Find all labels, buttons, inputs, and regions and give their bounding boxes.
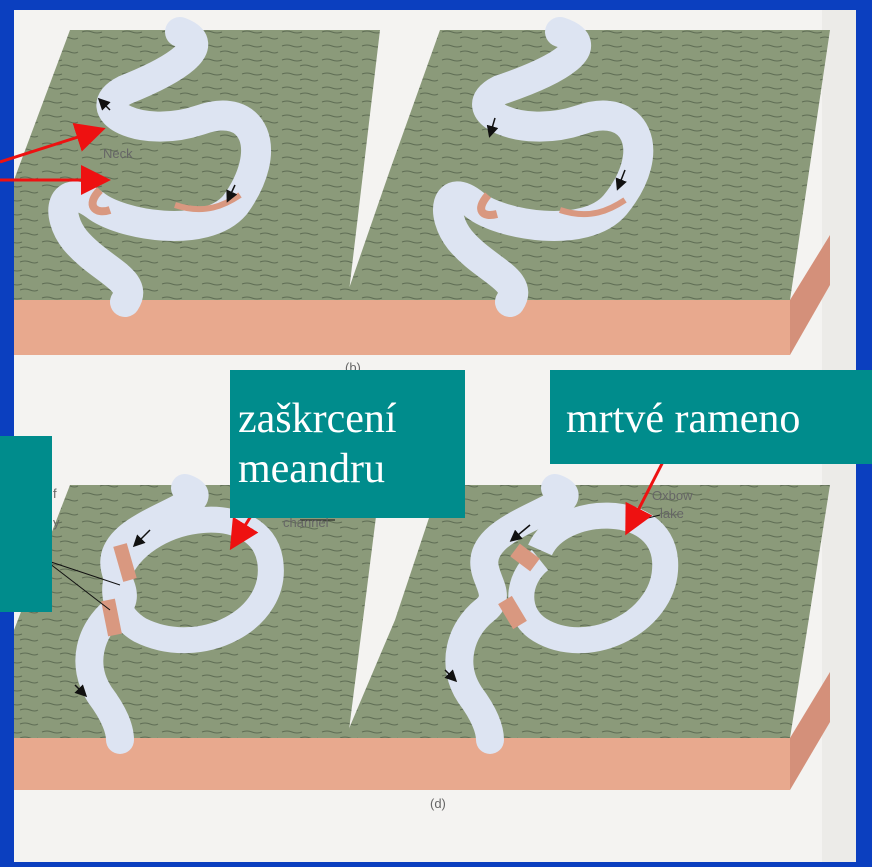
left-cut-text-1: f [53,486,57,501]
oxbow-text-1: Oxbow [652,488,693,503]
panel-a: Neck [14,30,380,355]
cutoff-label-box: zaškrcení meandru [230,370,465,518]
panel-d-caption: (d) [430,796,446,811]
panel-c-side [14,738,348,790]
left-label-box [0,436,52,612]
panel-a-side [14,300,348,355]
oxbow-text-2: lake [660,506,684,521]
panel-d-side [345,738,790,790]
panel-c: channel f y [14,485,380,790]
cutoff-label-line2: meandru [238,444,465,494]
panel-a-land [14,30,380,300]
left-cut-text-2: y [53,515,60,530]
neck-text: Neck [103,146,133,161]
panel-b-side [345,300,790,355]
oxbow-label-box: mrtvé rameno [550,370,872,464]
cutoff-label-line1: zaškrcení [238,394,465,444]
